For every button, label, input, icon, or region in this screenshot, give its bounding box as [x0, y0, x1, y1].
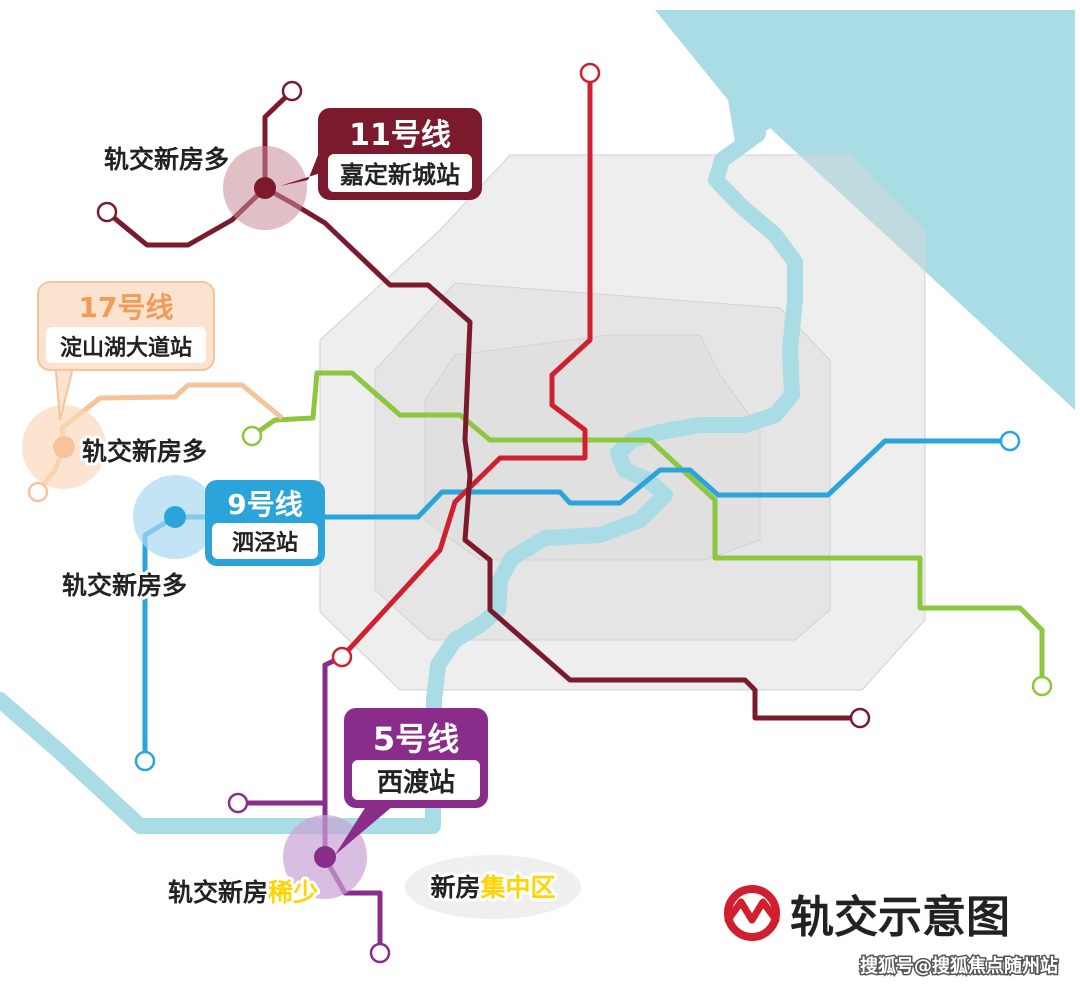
sea-area [655, 10, 1075, 412]
label-many-jiading: 轨交新房多 [104, 145, 229, 174]
label-many-sijing: 轨交新房多 [62, 571, 187, 600]
metro-logo-icon [724, 885, 780, 941]
coast-white [760, 128, 1075, 420]
callout-line9-line: 9号线 [227, 488, 302, 521]
ring-roads [319, 154, 926, 691]
station-sijing [164, 506, 186, 528]
callout-line9: 9号线 泗泾站 [205, 480, 325, 566]
label-few-xidu: 轨交新房稀少 [168, 878, 318, 907]
callout-line5-station: 西渡站 [377, 767, 455, 798]
line-red [340, 73, 593, 659]
callout-line11-line: 11号线 [349, 118, 451, 153]
callout-line17-station: 淀山湖大道站 [60, 335, 192, 361]
cluster-prefix: 新房 [430, 873, 480, 902]
line-green [250, 370, 1045, 686]
cluster-highlight: 集中区 [480, 873, 556, 902]
callout-line5-line: 5号线 [373, 720, 459, 758]
label-few-prefix: 轨交新房 [168, 878, 268, 907]
label-many-dianshanhu: 轨交新房多 [82, 437, 207, 466]
station-jiading-xincheng [254, 177, 276, 199]
label-few-highlight: 稀少 [268, 878, 318, 907]
svg-text:新房集中区: 新房集中区 [430, 873, 555, 902]
cluster-badge: 新房集中区 [405, 855, 581, 919]
station-dianshanhu [53, 436, 75, 458]
terminal-stations [27, 62, 1053, 964]
callout-line11: 11号线 嘉定新城站 [280, 108, 482, 200]
callout-line17: 17号线 淀山湖大道站 [37, 281, 215, 421]
callout-line17-line: 17号线 [79, 291, 174, 324]
station-xidu [314, 846, 336, 868]
callout-line5: 5号线 西渡站 [335, 708, 488, 855]
callout-line9-station: 泗泾站 [232, 531, 298, 556]
map-title: 轨交示意图 [790, 892, 1010, 943]
callout-line11-station: 嘉定新城站 [340, 161, 460, 189]
line-5 [238, 654, 344, 806]
watermark: 搜狐号@搜狐焦点随州站 [860, 955, 1058, 977]
